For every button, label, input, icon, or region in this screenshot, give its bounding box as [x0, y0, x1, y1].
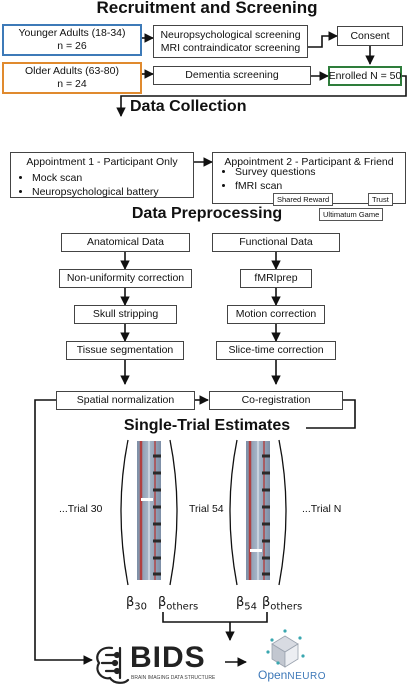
spatial-normalization-box: Spatial normalization	[56, 391, 195, 410]
beta-symbol: β	[262, 595, 271, 610]
tissue-segmentation-box: Tissue segmentation	[66, 341, 184, 360]
beta-54-subscript: 54	[244, 601, 258, 613]
heading-single-trial: Single-Trial Estimates	[123, 417, 291, 434]
older-adults-count: n = 24	[57, 78, 87, 90]
task-tag-trust: Trust	[368, 193, 393, 206]
trial-54-label: Trial 54	[189, 503, 224, 515]
appointment-2-title: Appointment 2 - Participant & Friend	[224, 156, 394, 168]
bracket-curves	[120, 439, 287, 586]
trial-n-label: ...Trial N	[302, 503, 342, 515]
beta-others-label-1: βothers	[158, 595, 198, 613]
older-adults-box: Older Adults (63-80) n = 24	[2, 62, 142, 94]
younger-adults-box: Younger Adults (18-34) n = 26	[2, 24, 142, 56]
neuropsych-screening-label: Neuropsychological screening	[160, 28, 301, 41]
beta-symbol: β	[158, 595, 167, 610]
bids-logo-text: BIDS	[130, 641, 206, 674]
consent-box: Consent	[337, 26, 403, 46]
functional-data-box: Functional Data	[212, 233, 340, 252]
timeseries-strip-trial-30	[137, 441, 161, 580]
co-registration-box: Co-registration	[209, 391, 343, 410]
timeseries-strip-trial-54	[246, 441, 270, 580]
appointment-1-item: Mock scan	[32, 172, 159, 186]
openneuro-cube-icon	[266, 629, 305, 668]
slice-time-correction-box: Slice-time correction	[216, 341, 336, 360]
bids-logo-subtitle: BRAIN IMAGING DATA STRUCTURE	[131, 675, 216, 681]
brain-icon	[96, 646, 130, 684]
skull-stripping-box: Skull stripping	[74, 305, 177, 324]
trial-30-label: ...Trial 30	[59, 503, 103, 515]
beta-30-label: β30	[126, 595, 147, 613]
younger-adults-count: n = 26	[57, 40, 87, 52]
mri-screening-label: MRI contraindicator screening	[160, 41, 301, 54]
recruitment-arrows	[116, 31, 407, 117]
beta-others-subscript: others	[270, 601, 303, 613]
task-tag-ultimatum-game: Ultimatum Game	[319, 208, 384, 221]
appointment-2-list: Survey questions fMRI scan	[221, 166, 316, 193]
appointment-1-title: Appointment 1 - Participant Only	[26, 156, 178, 168]
anatomical-data-box: Anatomical Data	[61, 233, 190, 252]
motion-correction-box: Motion correction	[227, 305, 325, 324]
preprocessing-arrows	[34, 252, 356, 665]
beta-connectors	[162, 612, 268, 667]
dementia-screening-box: Dementia screening	[153, 66, 311, 85]
beta-symbol: β	[236, 595, 245, 610]
task-tag-shared-reward: Shared Reward	[273, 193, 334, 206]
appointment-1-item: Neuropsychological battery	[32, 186, 159, 200]
appointment-1-box: Appointment 1 - Participant Only	[10, 152, 194, 198]
older-adults-label: Older Adults (63-80)	[25, 65, 119, 78]
openneuro-neuro: NEURO	[287, 671, 326, 682]
beta-symbol: β	[126, 595, 135, 610]
beta-others-label-2: βothers	[262, 595, 302, 613]
appointment-1-list: Mock scan Neuropsychological battery	[18, 172, 159, 199]
beta-others-subscript: others	[166, 601, 199, 613]
fmriprep-box: fMRIprep	[240, 269, 312, 288]
appointment-2-item: fMRI scan	[235, 180, 316, 194]
heading-data-preprocessing: Data Preprocessing	[131, 205, 283, 222]
neuropsych-screening-box: Neuropsychological screening MRI contrai…	[153, 25, 308, 58]
non-uniformity-box: Non-uniformity correction	[59, 269, 192, 288]
enrolled-box: Enrolled N = 50	[328, 66, 402, 86]
openneuro-logo-text: OpenNEURO	[258, 668, 326, 682]
openneuro-open: Open	[258, 668, 288, 682]
beta-30-subscript: 30	[134, 601, 148, 613]
beta-54-label: β54	[236, 595, 257, 613]
heading-recruitment: Recruitment and Screening	[96, 0, 318, 17]
appointment-2-item: Survey questions	[235, 166, 316, 180]
younger-adults-label: Younger Adults (18-34)	[18, 27, 126, 40]
heading-data-collection: Data Collection	[130, 98, 247, 115]
